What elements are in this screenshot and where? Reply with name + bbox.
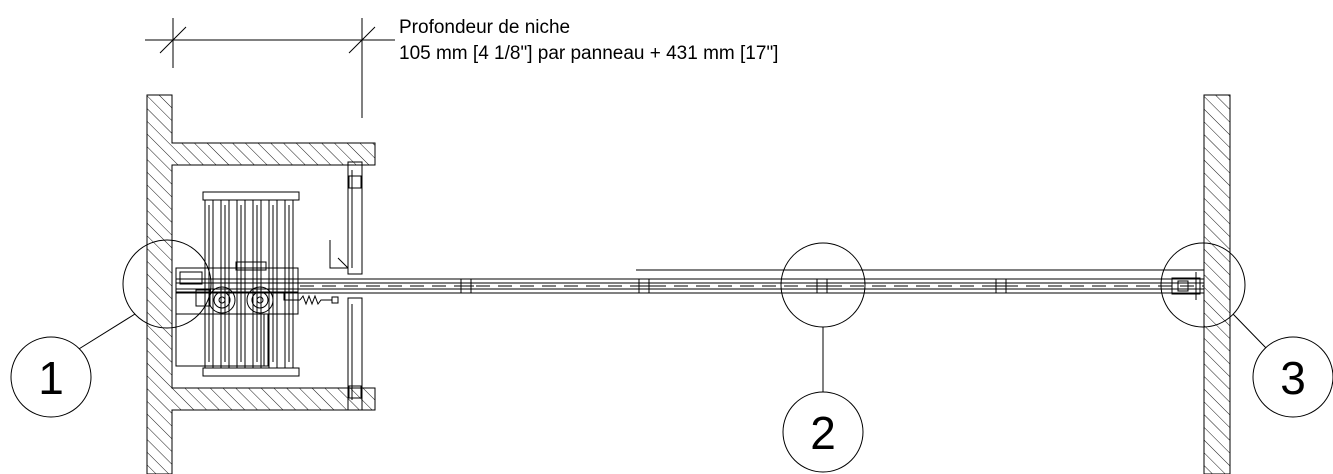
niche-depth-formula: 105 mm [4 1/8"] par panneau + 431 mm [17… <box>399 43 779 64</box>
callout-1: 1 <box>10 239 212 418</box>
callout-2-label: 2 <box>810 407 836 459</box>
callout-2: 2 <box>780 242 866 473</box>
end-jamb <box>1171 272 1201 300</box>
dimension-line <box>145 18 395 118</box>
stacked-panels <box>202 191 300 377</box>
callout-3-label: 3 <box>1280 352 1306 404</box>
track-line <box>176 269 1204 294</box>
panel-joints <box>458 278 1009 294</box>
niche-depth-title: Profondeur de niche <box>399 17 571 38</box>
niche-jamb-panels <box>329 161 363 411</box>
callout-3: 3 <box>1160 242 1333 418</box>
motor-housing <box>175 261 339 367</box>
callout-1-label: 1 <box>38 352 64 404</box>
right-wall <box>1203 94 1231 474</box>
left-wall <box>146 94 376 474</box>
